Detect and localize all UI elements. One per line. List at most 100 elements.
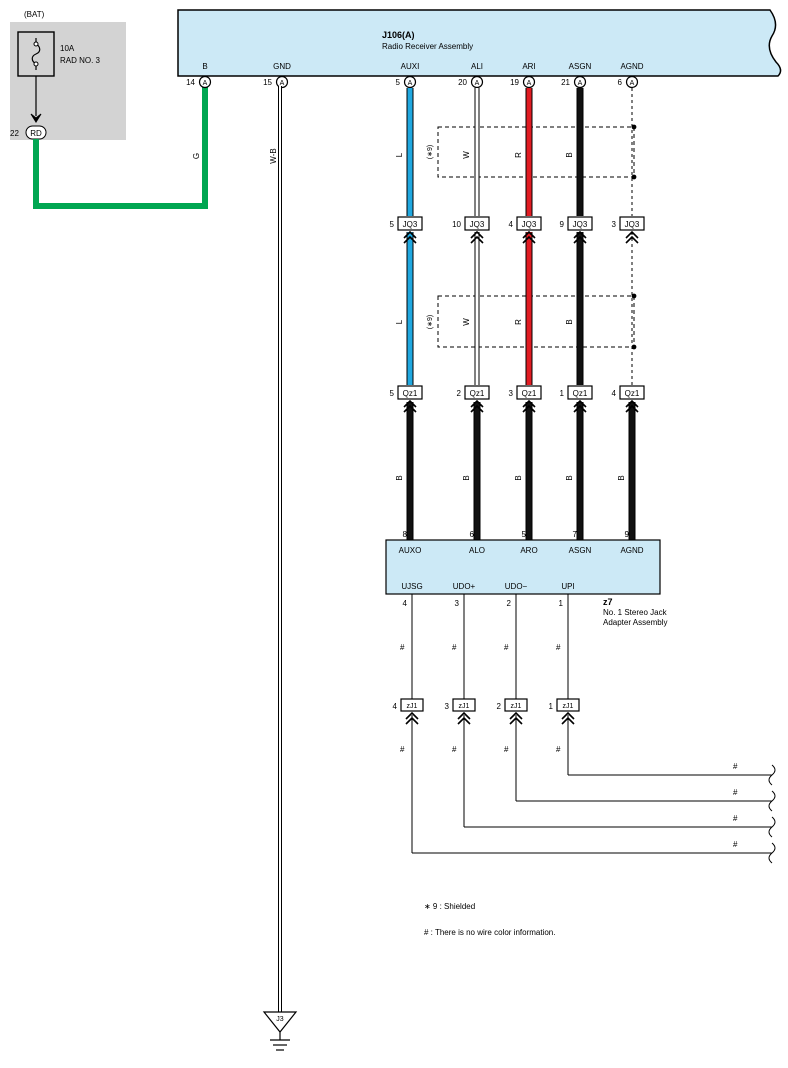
- stereo-top-pin-label: AUXO: [399, 546, 422, 555]
- fuse-name: RAD NO. 3: [60, 56, 101, 65]
- stereo-top-pin-label: AGND: [620, 546, 643, 555]
- jq3-connector-label: JQ3: [470, 220, 485, 229]
- radio-connector-pin: [470, 75, 484, 89]
- chevron-up-icon: [573, 399, 587, 413]
- radio-pin-number: 14: [186, 78, 195, 87]
- jq3-pin-number: 5: [390, 220, 395, 229]
- stereo-name-2: Adapter Assembly: [603, 618, 667, 627]
- qz1-connector-label: Qz1: [625, 389, 640, 398]
- ground-label: J3: [276, 1016, 284, 1023]
- zj1-pin-number: 1: [549, 702, 554, 711]
- radio-connector-label: A: [408, 80, 413, 87]
- stereo-bottom-pin-label: UDO−: [505, 582, 528, 591]
- wire-color-label: W: [462, 318, 471, 326]
- radio-pin-label-asgn: ASGN: [569, 62, 592, 71]
- jq3-pin-number: 4: [509, 220, 514, 229]
- chevron-up-icon: [573, 230, 587, 244]
- bat-out-connector-label: RD: [30, 129, 42, 138]
- stereo-jack-adapter: z7 No. 1 Stereo Jack Adapter Assembly 8A…: [385, 530, 668, 627]
- fuse-rating: 10A: [60, 44, 75, 53]
- note-no-color: # : There is no wire color information.: [424, 928, 555, 937]
- stereo-bottom-pin-number: 2: [507, 599, 512, 608]
- chevron-up-icon: [470, 399, 484, 413]
- radio-pin-label-agnd: AGND: [620, 62, 643, 71]
- no-color-mark: #: [733, 840, 738, 849]
- qz1-connector-label: Qz1: [522, 389, 537, 398]
- qz1-pin-number: 5: [390, 389, 395, 398]
- wire-color-label: R: [514, 152, 523, 158]
- wire-lower-3: B: [514, 402, 533, 540]
- stereo-top-pin-label: ALO: [469, 546, 485, 555]
- radio-name: Radio Receiver Assembly: [382, 42, 473, 51]
- radio-connector-pin: [573, 75, 587, 89]
- jq3-connector-label: JQ3: [625, 220, 640, 229]
- jq3-connector-3: JQ3 3: [612, 216, 645, 244]
- jq3-pin-number: 3: [612, 220, 617, 229]
- radio-connector-pin: [625, 75, 639, 89]
- battery-label: (BAT): [24, 10, 45, 19]
- stereo-id: z7: [603, 597, 613, 607]
- wire-middle-1: L: [395, 232, 414, 385]
- qz1-connector-1: Qz1 1: [560, 385, 593, 413]
- radio-pin-label-ali: ALI: [471, 62, 483, 71]
- stereo-bottom-pin-number: 1: [559, 599, 564, 608]
- wire-lower-4: B: [565, 402, 584, 540]
- wire-wb-label: W-B: [269, 148, 278, 163]
- wire-middle-2: W: [462, 232, 480, 385]
- radio-connector-pin: [198, 75, 212, 89]
- no-color-mark: #: [504, 643, 509, 652]
- wire-color-label: B: [565, 475, 574, 480]
- qz1-connector-label: Qz1: [470, 389, 485, 398]
- radio-connector-label: A: [280, 80, 285, 87]
- stereo-top-pin-number: 9: [625, 530, 630, 539]
- wire-color-label: L: [395, 152, 404, 157]
- no-color-mark: #: [556, 643, 561, 652]
- radio-connector-label: A: [527, 80, 532, 87]
- wire-upper-1: L: [395, 88, 414, 216]
- zj1-connector-label: zJ1: [511, 703, 522, 710]
- radio-pin-number: 21: [561, 78, 570, 87]
- stereo-top-pin-number: 5: [522, 530, 527, 539]
- stereo-name-1: No. 1 Stereo Jack: [603, 608, 668, 617]
- qz1-connector-label: Qz1: [403, 389, 418, 398]
- radio-pin-number: 5: [396, 78, 401, 87]
- chevron-up-icon: [522, 230, 536, 244]
- radio-connector-label: A: [475, 80, 480, 87]
- stereo-top-pin-number: 7: [573, 530, 578, 539]
- radio-connector-label: A: [630, 80, 635, 87]
- jq3-connector-label: JQ3: [403, 220, 418, 229]
- radio-pin-number: 19: [510, 78, 519, 87]
- no-color-mark: #: [733, 814, 738, 823]
- stereo-bottom-pin-label: UJSG: [401, 582, 422, 591]
- qz1-pin-number: 1: [560, 389, 565, 398]
- zj1-connector-label: zJ1: [563, 703, 574, 710]
- no-color-mark: #: [556, 745, 561, 754]
- break-mark-icon: [768, 790, 776, 812]
- wire-color-label: B: [565, 152, 574, 157]
- fuse-arrow-icon: [30, 113, 42, 123]
- no-color-mark: #: [400, 745, 405, 754]
- no-color-mark: #: [452, 745, 457, 754]
- wire-upper-4: B: [565, 88, 584, 216]
- stereo-top-pin-label: ASGN: [569, 546, 592, 555]
- qz1-connector-label: Qz1: [573, 389, 588, 398]
- qz1-connector-5: Qz1 5: [390, 385, 423, 413]
- no-color-mark: #: [733, 788, 738, 797]
- wire-middle-4: B: [565, 232, 584, 385]
- radio-connector-label: A: [203, 80, 208, 87]
- no-color-mark: #: [452, 643, 457, 652]
- jq3-connector-4: JQ3 4: [509, 216, 542, 244]
- no-color-mark: #: [400, 643, 405, 652]
- wire-g: [33, 86, 208, 209]
- jq3-connector-label: JQ3: [573, 220, 588, 229]
- stereo-top-pin-number: 8: [403, 530, 408, 539]
- no-color-mark: #: [733, 762, 738, 771]
- jq3-connector-label: JQ3: [522, 220, 537, 229]
- stereo-top-pin-label: ARO: [520, 546, 537, 555]
